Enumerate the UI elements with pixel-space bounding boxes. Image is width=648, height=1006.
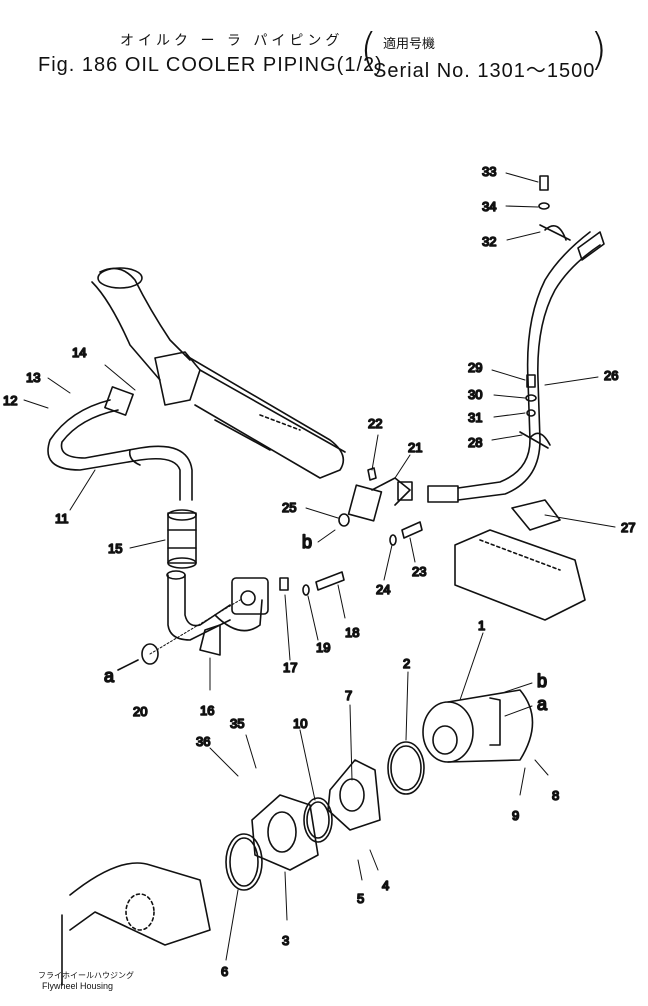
callout-14: 14 <box>72 345 86 360</box>
figure-title-japanese: オイルク ー ラ パイピング <box>120 33 344 49</box>
connection-letters: a b b a <box>103 529 549 717</box>
parts-17-18-19 <box>279 571 345 596</box>
callout-21: 21 <box>408 440 422 455</box>
callout-30: 30 <box>468 387 482 402</box>
callout-9: 9 <box>512 808 519 823</box>
part-20-oring <box>117 599 241 671</box>
callout-18: 18 <box>345 625 359 640</box>
callout-2: 2 <box>403 656 410 671</box>
callout-12: 12 <box>3 393 17 408</box>
callout-16: 16 <box>200 703 214 718</box>
callout-34: 34 <box>482 199 496 214</box>
letter-b-left: b <box>302 532 312 552</box>
rings-and-flanges <box>225 741 425 891</box>
part-1-pump <box>422 689 534 763</box>
figure-title: Fig. 186 OIL COOLER PIPING(1/2) <box>38 54 383 76</box>
callout-27: 27 <box>621 520 635 535</box>
part-27-bracket <box>454 499 586 621</box>
flywheel-housing-drawing <box>61 862 211 986</box>
engine-pipe-drawing <box>91 267 346 479</box>
callout-29: 29 <box>468 360 482 375</box>
leader-lines <box>23 172 616 961</box>
callout-6: 6 <box>221 964 228 979</box>
callout-labels: 1 2 3 4 5 6 7 8 9 10 11 12 13 14 15 16 1… <box>2 163 636 980</box>
callout-24: 24 <box>376 582 390 597</box>
callout-11: 11 <box>55 511 69 526</box>
parts-28-32-clamps <box>519 175 571 449</box>
callout-7: 7 <box>345 688 352 703</box>
callout-19: 19 <box>316 640 330 655</box>
callout-13: 13 <box>26 370 40 385</box>
callout-36: 36 <box>196 734 210 749</box>
serial-bracket-left: ( <box>360 24 378 75</box>
callout-3: 3 <box>282 933 289 948</box>
callout-4: 4 <box>382 878 389 893</box>
callout-20: 20 <box>133 704 147 719</box>
part-16-elbow <box>166 570 269 656</box>
callout-23: 23 <box>412 564 426 579</box>
callout-28: 28 <box>468 435 482 450</box>
part-11-hose <box>47 386 193 501</box>
callout-1: 1 <box>478 618 485 633</box>
serial-bracket-right: ) <box>590 24 608 75</box>
letter-a-left: a <box>104 666 115 686</box>
letter-a-right-arrow <box>504 705 533 717</box>
callout-8: 8 <box>552 788 559 803</box>
callout-32: 32 <box>482 234 496 249</box>
callout-22: 22 <box>368 416 382 431</box>
callout-35: 35 <box>230 716 244 731</box>
serial-label-japanese: 適用号機 <box>383 37 436 52</box>
callout-26: 26 <box>604 368 618 383</box>
part-26-hose <box>427 231 605 503</box>
callout-10: 10 <box>293 716 307 731</box>
letter-b-left-arrow <box>317 529 336 543</box>
part-15-clamp <box>167 509 197 569</box>
callout-33: 33 <box>482 164 496 179</box>
part-21-fitting <box>338 467 423 546</box>
letter-b-right: b <box>537 671 547 691</box>
callout-31: 31 <box>468 410 482 425</box>
serial-range: Serial No. 1301～1500 <box>373 60 596 82</box>
flywheel-housing-label-japanese: フライホイールハウジング <box>38 971 134 980</box>
letter-b-right-arrow <box>504 682 533 693</box>
callout-5: 5 <box>357 891 364 906</box>
callout-25: 25 <box>282 500 296 515</box>
letter-a-right: a <box>537 694 548 714</box>
callout-17: 17 <box>283 660 297 675</box>
flywheel-housing-label: Flywheel Housing <box>42 981 114 991</box>
callout-15: 15 <box>108 541 122 556</box>
